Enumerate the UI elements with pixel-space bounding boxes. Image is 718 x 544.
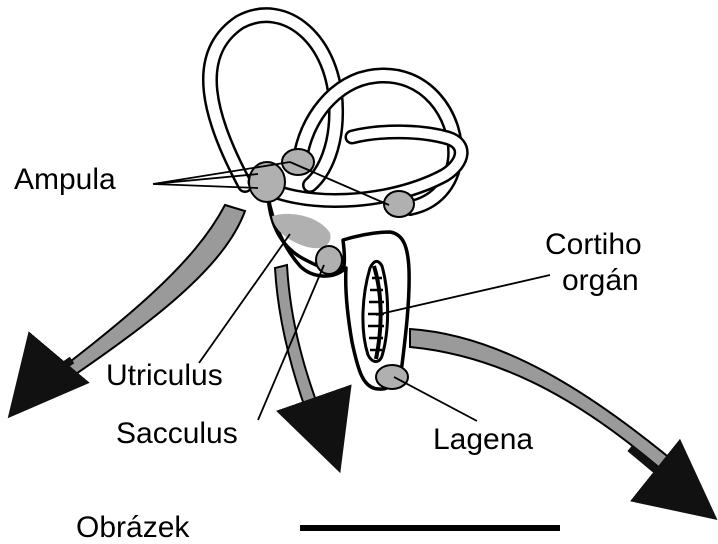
utriculus-macula [272, 214, 330, 248]
sacculus-macula [316, 246, 342, 274]
utriculus-label: Utriculus [106, 361, 223, 391]
organ-label: orgán [562, 266, 639, 296]
cortiho-label: Cortiho [545, 230, 642, 260]
bottom-cut-label: Obrázek [76, 513, 189, 543]
lagena-label: Lagena [433, 425, 533, 455]
lagena-macula [376, 365, 408, 389]
lagena-pointer-line [394, 377, 477, 421]
sacculus-label: Sacculus [116, 419, 238, 449]
ampula-label: Ampula [14, 165, 116, 195]
